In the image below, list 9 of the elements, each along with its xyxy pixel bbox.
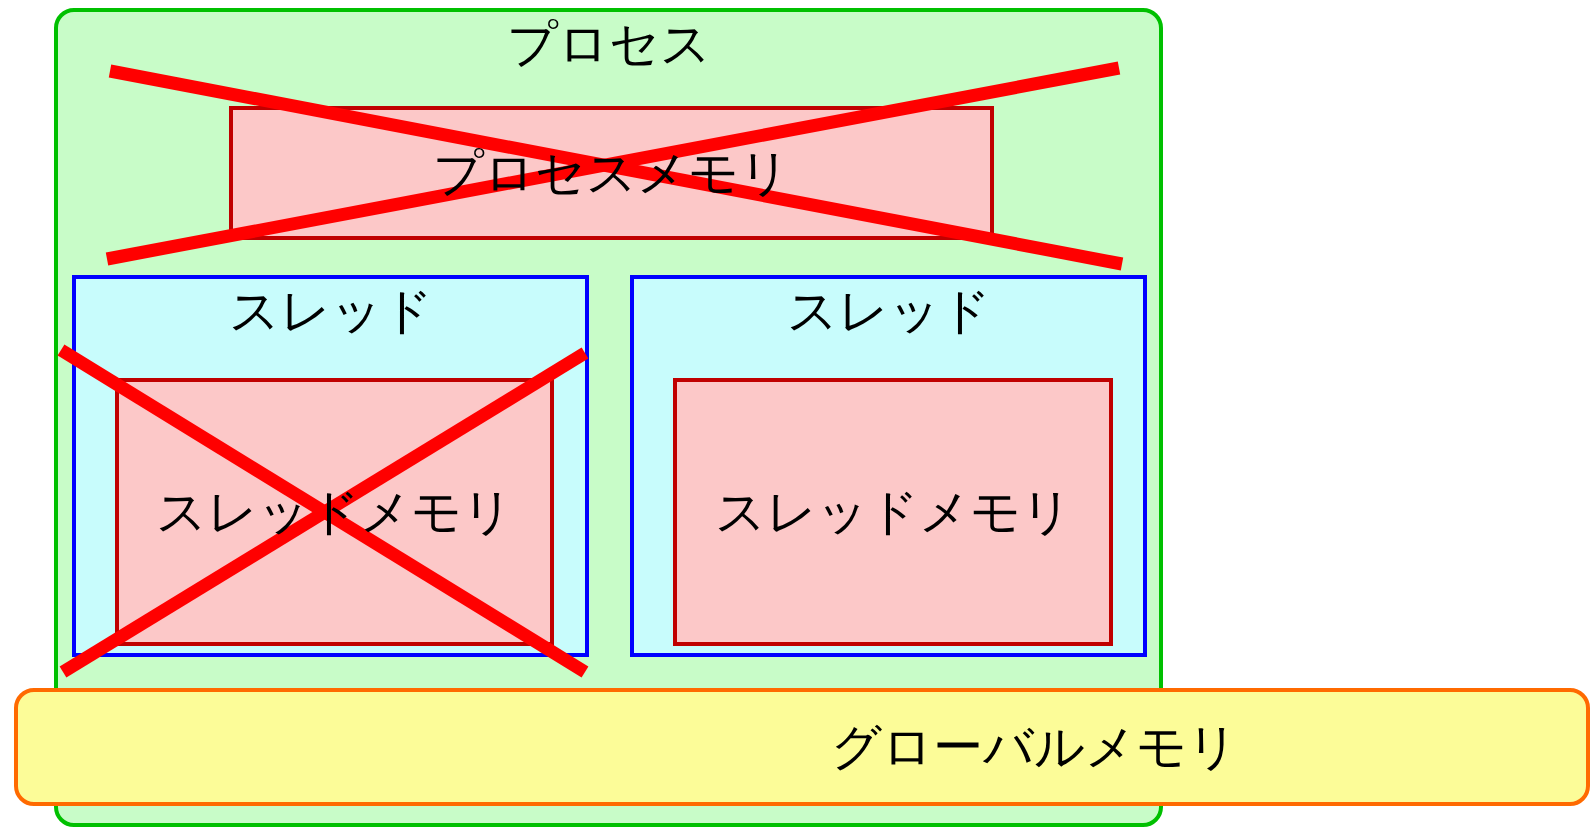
memory-box: [673, 378, 1113, 646]
box-label: グローバルメモリ: [829, 717, 1239, 777]
box-heading: プロセス: [505, 14, 712, 74]
global-memory-box: [14, 688, 1590, 806]
thread-box: [630, 275, 1147, 657]
box-label: スレッドメモリ: [713, 482, 1073, 542]
thread-box: [72, 275, 589, 657]
box-heading: スレッド: [785, 281, 992, 341]
box-heading: スレッド: [227, 281, 434, 341]
